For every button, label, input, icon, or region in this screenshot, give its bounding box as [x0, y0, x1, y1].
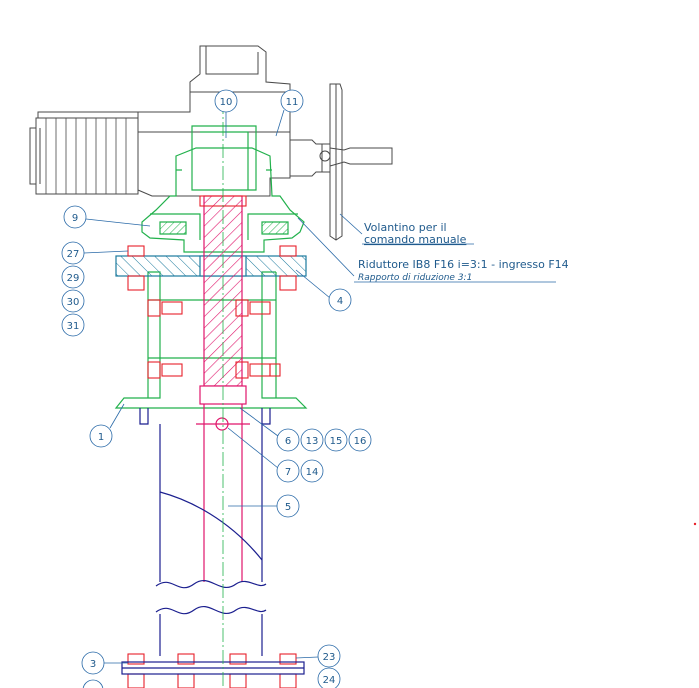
svg-text:23: 23 — [323, 652, 336, 663]
balloon-9: 9 — [63, 205, 151, 229]
stray-dot — [693, 522, 697, 526]
reducer-label: Riduttore IB8 F16 i=3:1 - ingresso F14 — [358, 258, 569, 271]
balloon-3: 3 — [81, 651, 128, 675]
reducer-annotation: Riduttore IB8 F16 i=3:1 - ingresso F14 R… — [297, 217, 569, 283]
handwheel-annotation: Volantino per il comando manuale — [339, 213, 474, 246]
gear-reducer — [114, 125, 308, 409]
svg-text:6: 6 — [285, 436, 291, 447]
svg-text:15: 15 — [330, 436, 343, 447]
svg-text:3: 3 — [90, 659, 96, 670]
svg-text:10: 10 — [220, 97, 233, 108]
svg-text:13: 13 — [306, 436, 319, 447]
balloon-23: 23 — [295, 644, 341, 668]
balloon-1: 1 — [89, 403, 125, 448]
part-balloons: 10 11 9 27 29 30 31 4 1 6 13 15 16 7 14 … — [61, 89, 372, 688]
svg-text:11: 11 — [286, 97, 299, 108]
svg-text:31: 31 — [67, 321, 80, 332]
balloon-11: 11 — [275, 89, 304, 137]
svg-text:16: 16 — [354, 436, 367, 447]
balloon-5: 5 — [228, 494, 300, 518]
extension-column — [121, 408, 305, 675]
svg-text:5: 5 — [285, 502, 291, 513]
svg-text:1: 1 — [98, 432, 104, 443]
handwheel-label-line1: Volantino per il — [364, 221, 447, 234]
balloon-16: 16 — [348, 428, 372, 452]
svg-text:30: 30 — [67, 297, 80, 308]
balloon-7: 7 — [227, 427, 300, 483]
balloon-27: 27 — [61, 241, 129, 265]
balloon-29: 29 — [61, 265, 85, 289]
svg-text:24: 24 — [323, 675, 336, 686]
reducer-ratio-label: Rapporto di riduzione 3:1 — [358, 273, 472, 283]
balloon-15: 15 — [324, 428, 348, 452]
balloon-13: 13 — [300, 428, 324, 452]
svg-text:27: 27 — [67, 249, 80, 260]
svg-text:29: 29 — [67, 273, 80, 284]
balloon-4: 4 — [295, 269, 352, 312]
svg-text:4: 4 — [337, 296, 343, 307]
balloon-10: 10 — [214, 89, 238, 138]
svg-text:14: 14 — [306, 467, 319, 478]
handwheel-label-line2: comando manuale — [364, 233, 467, 246]
svg-text:7: 7 — [285, 467, 291, 478]
balloon-31: 31 — [61, 313, 85, 337]
balloon-partial — [82, 679, 104, 688]
svg-text:9: 9 — [72, 213, 78, 224]
balloon-14: 14 — [300, 459, 324, 483]
balloon-30: 30 — [61, 289, 85, 313]
balloon-6: 6 — [239, 407, 300, 452]
balloon-24: 24 — [317, 667, 341, 688]
